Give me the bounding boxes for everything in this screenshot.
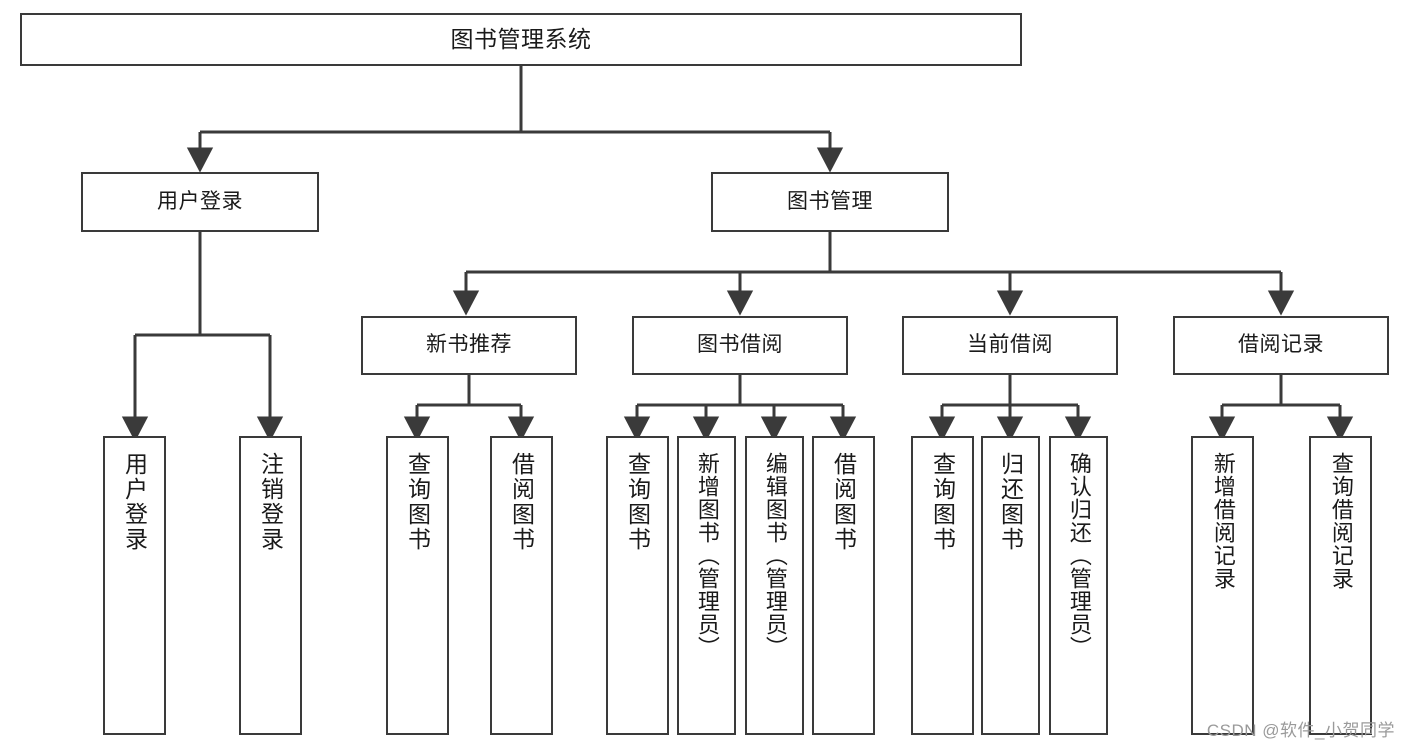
node-label: 图书借阅 xyxy=(697,333,783,357)
leaf-user-login[interactable]: 用户登录 xyxy=(103,436,166,735)
watermark-text: CSDN @软件_小贺同学 xyxy=(1206,721,1395,740)
node-label: 新书推荐 xyxy=(426,333,512,357)
node-current-borrow[interactable]: 当前借阅 xyxy=(902,316,1118,375)
leaf-confirm-return-admin[interactable]: 确认归还（管理员） xyxy=(1049,436,1108,735)
leaf-add-borrow-record[interactable]: 新增借阅记录 xyxy=(1191,436,1254,735)
leaf-return-book[interactable]: 归还图书 xyxy=(981,436,1040,735)
node-label: 编辑图书（管理员） xyxy=(762,452,788,659)
node-label: 新增图书（管理员） xyxy=(694,452,720,659)
node-label: 用户登录 xyxy=(121,452,148,552)
node-borrow-record[interactable]: 借阅记录 xyxy=(1173,316,1389,375)
leaf-query-book-current[interactable]: 查询图书 xyxy=(911,436,974,735)
leaf-logout-login[interactable]: 注销登录 xyxy=(239,436,302,735)
node-label: 查询图书 xyxy=(624,452,651,552)
node-label: 图书管理 xyxy=(787,189,873,213)
node-user-login[interactable]: 用户登录 xyxy=(81,172,319,232)
node-label: 图书管理系统 xyxy=(450,25,592,52)
leaf-query-book-recommend[interactable]: 查询图书 xyxy=(386,436,449,735)
leaf-borrow-book-borrow[interactable]: 借阅图书 xyxy=(812,436,875,735)
node-book-borrow[interactable]: 图书借阅 xyxy=(632,316,848,375)
node-label: 查询图书 xyxy=(929,452,956,552)
node-label: 注销登录 xyxy=(257,452,284,552)
node-label: 归还图书 xyxy=(997,452,1024,552)
node-book-management[interactable]: 图书管理 xyxy=(711,172,949,232)
node-new-book-recommend[interactable]: 新书推荐 xyxy=(361,316,577,375)
leaf-query-book-borrow[interactable]: 查询图书 xyxy=(606,436,669,735)
node-label: 借阅图书 xyxy=(830,452,857,552)
node-label: 用户登录 xyxy=(157,189,243,213)
node-label: 新增借阅记录 xyxy=(1210,452,1236,590)
leaf-add-book-admin[interactable]: 新增图书（管理员） xyxy=(677,436,736,735)
leaf-borrow-book-recommend[interactable]: 借阅图书 xyxy=(490,436,553,735)
leaf-query-borrow-record[interactable]: 查询借阅记录 xyxy=(1309,436,1372,735)
node-label: 借阅记录 xyxy=(1238,333,1324,357)
node-label: 查询借阅记录 xyxy=(1328,452,1354,590)
node-label: 当前借阅 xyxy=(967,333,1053,357)
node-label: 确认归还（管理员） xyxy=(1066,452,1092,659)
leaf-edit-book-admin[interactable]: 编辑图书（管理员） xyxy=(745,436,804,735)
node-label: 借阅图书 xyxy=(508,452,535,552)
node-root-system[interactable]: 图书管理系统 xyxy=(20,13,1022,66)
node-label: 查询图书 xyxy=(404,452,431,552)
